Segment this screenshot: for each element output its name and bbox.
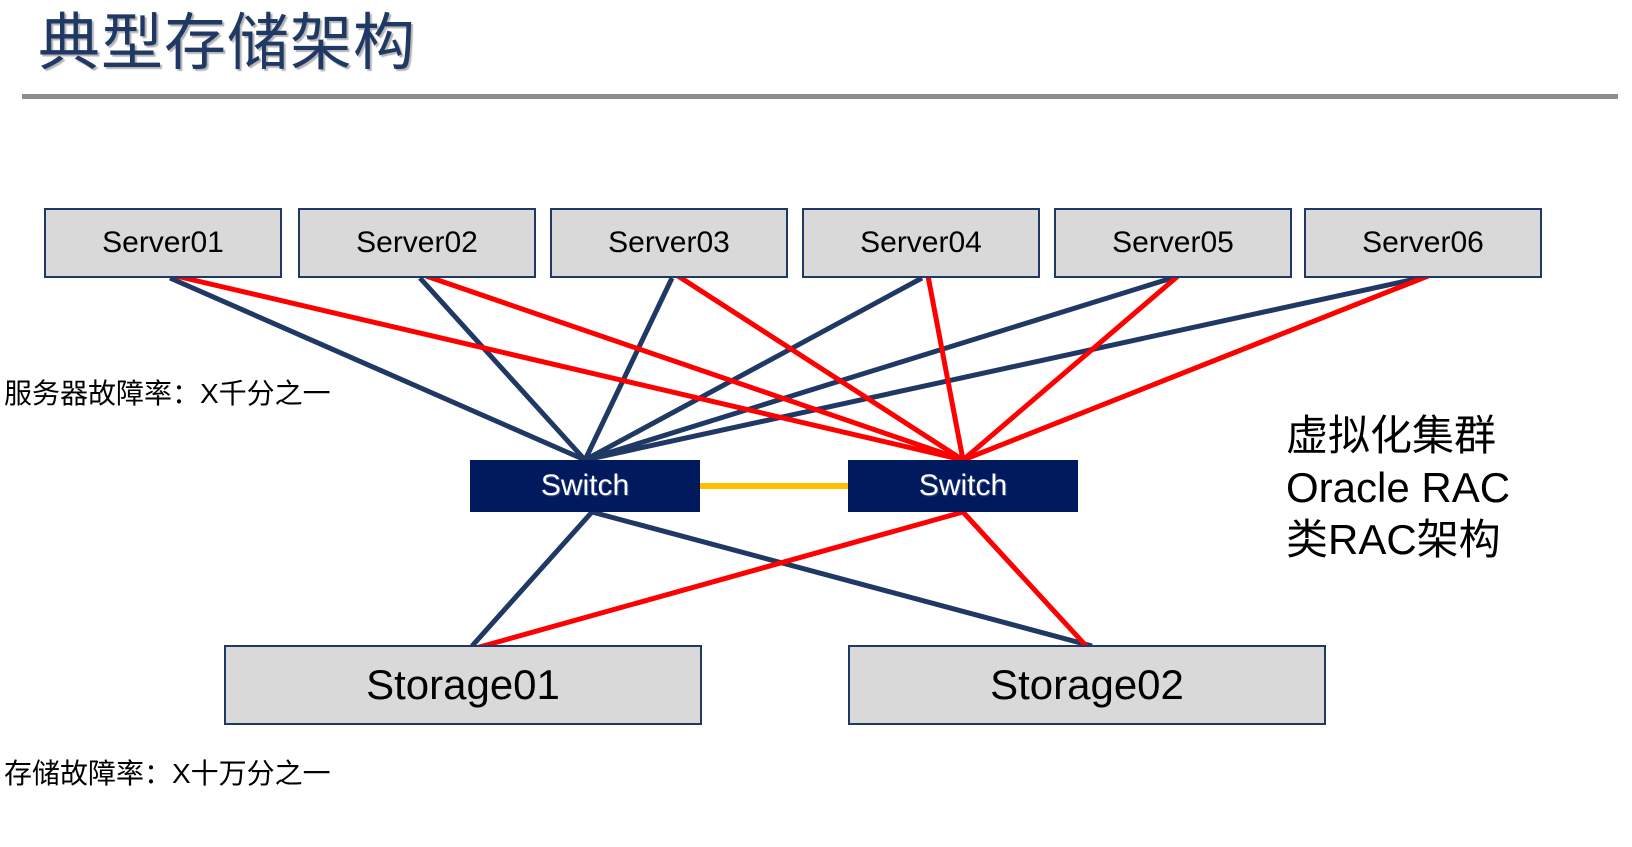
server-node-3-label: Server03	[608, 226, 730, 259]
uplink-secondary-3	[676, 273, 965, 463]
cluster-note-line-2: Oracle RAC	[1286, 464, 1511, 511]
server-node-5-label: Server05	[1112, 226, 1234, 259]
server-node-2-label: Server02	[356, 226, 478, 259]
uplink-primary-5	[584, 275, 1173, 463]
storage-node-1-label: Storage01	[366, 661, 560, 708]
uplink-primary-2	[418, 276, 587, 462]
page-title: 典型存储架构	[38, 9, 417, 78]
server-node-6[interactable]: Server06	[1304, 208, 1542, 278]
cluster-note-line-3: 类RAC架构	[1286, 516, 1501, 563]
server-node-3[interactable]: Server03	[550, 208, 788, 278]
server-node-1[interactable]: Server01	[44, 208, 282, 278]
server-node-4[interactable]: Server04	[802, 208, 1040, 278]
downlink-secondary-2	[961, 510, 1090, 650]
uplink-secondary-5	[961, 274, 1180, 462]
server-node-2[interactable]: Server02	[298, 208, 536, 278]
cluster-note: 虚拟化集群 Oracle RAC 类RAC架构	[1286, 410, 1510, 566]
downlink-primary-2	[591, 509, 1093, 649]
storage-node-1[interactable]: Storage01	[224, 645, 702, 725]
server-switch-primary-links	[168, 275, 1421, 463]
cluster-note-line-1: 虚拟化集群	[1286, 412, 1497, 459]
uplink-secondary-1	[175, 273, 964, 463]
uplink-secondary-2	[425, 273, 964, 463]
server-node-5[interactable]: Server05	[1054, 208, 1292, 278]
uplink-secondary-6	[962, 273, 1429, 463]
downlink-secondary-1	[475, 509, 964, 651]
switch-node-2-label: Switch	[918, 469, 1008, 502]
downlink-primary-1	[470, 510, 594, 648]
server-node-6-label: Server06	[1362, 226, 1484, 259]
switch-node-2[interactable]: Switch	[848, 460, 1078, 512]
server-switch-secondary-links	[175, 273, 1429, 463]
switch-node-1-label: Switch	[540, 469, 630, 502]
storage-node-2[interactable]: Storage02	[848, 645, 1326, 725]
storage-node-2-label: Storage02	[990, 661, 1184, 708]
switch-storage-secondary-links	[475, 509, 1090, 651]
uplink-primary-6	[584, 275, 1421, 463]
uplink-primary-1	[168, 275, 587, 463]
uplink-secondary-4	[925, 275, 966, 461]
switch-node-1[interactable]: Switch	[470, 460, 700, 512]
server-node-1-label: Server01	[102, 226, 224, 259]
uplink-primary-4	[583, 275, 924, 463]
server-node-4-label: Server04	[860, 226, 982, 259]
title-divider	[22, 94, 1618, 99]
uplink-primary-3	[582, 276, 675, 462]
switch-storage-primary-links	[470, 509, 1093, 649]
server-failure-rate-label: 服务器故障率：X千分之一	[4, 378, 331, 409]
storage-failure-rate-label: 存储故障率：X十万分之一	[4, 758, 331, 789]
